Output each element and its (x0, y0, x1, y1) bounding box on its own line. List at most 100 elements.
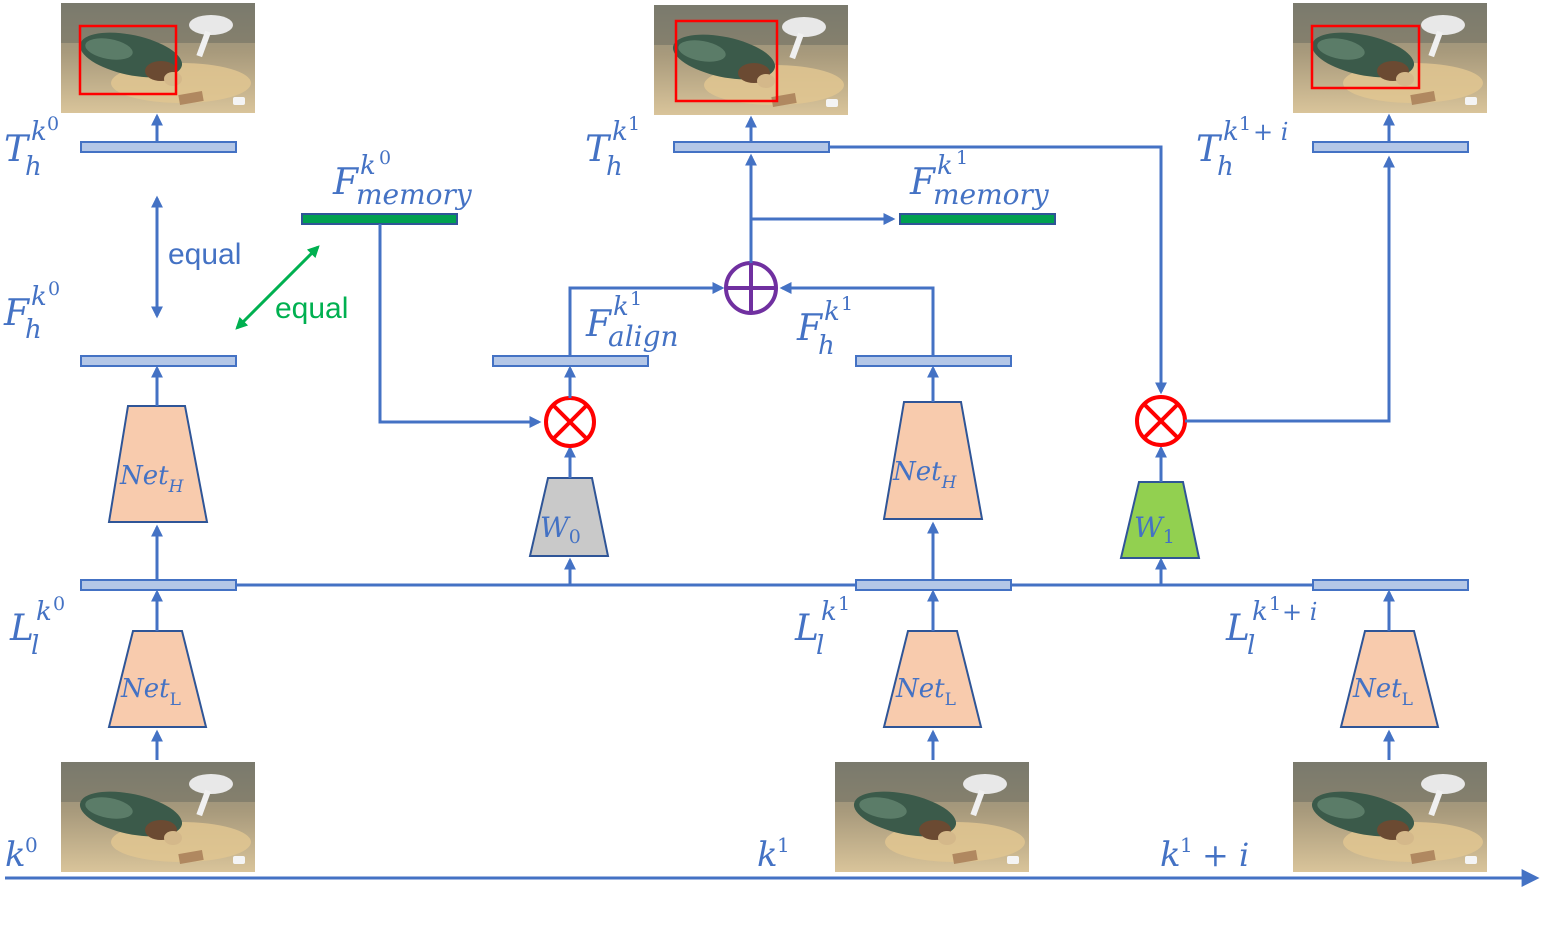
frame-k1i-input-image (1293, 762, 1487, 872)
memory-bar-k1 (899, 213, 1056, 225)
svg-text:T: T (4, 129, 31, 170)
net-l-k0 (107, 630, 208, 728)
memory-bar-k0 (301, 213, 458, 225)
svg-text:memory: memory (933, 178, 1050, 211)
net-h-k1 (882, 401, 984, 520)
svg-text:l: l (1247, 631, 1255, 661)
feature-bar-f-align-k1 (492, 355, 649, 367)
frame-k0-input-image (61, 762, 255, 872)
svg-text:k: k (821, 597, 837, 627)
svg-text:T: T (1196, 129, 1223, 170)
svg-text:1: 1 (1180, 833, 1193, 857)
label-t-h-k1i: T h k 1 + i (1196, 113, 1288, 182)
svg-text:1: 1 (630, 288, 642, 310)
tracking-box (1310, 24, 1421, 90)
frame-k1-output-image (654, 5, 848, 115)
feature-bar-l-k0 (80, 579, 237, 591)
svg-text:h: h (25, 152, 42, 182)
net-l-label-k1: NetL (895, 674, 956, 710)
net-h-label-k1: NetH (892, 457, 958, 493)
svg-text:k: k (36, 597, 52, 627)
svg-text:k: k (1160, 835, 1181, 875)
svg-text:memory: memory (356, 178, 473, 211)
svg-text:align: align (608, 320, 679, 353)
memory-to-multiply-arrow (378, 224, 542, 428)
w0-label: W0 (540, 511, 581, 548)
feature-bar-l-k1i (1312, 579, 1469, 591)
time-label-k0: k 0 (5, 833, 38, 875)
svg-text:F: F (3, 293, 31, 334)
svg-text:k: k (360, 151, 376, 181)
feature-bar-l-k1 (855, 579, 1012, 591)
svg-text:L: L (1225, 608, 1250, 649)
svg-text:0: 0 (379, 147, 391, 169)
w0-net (528, 477, 610, 557)
svg-text:0: 0 (53, 593, 65, 615)
svg-text:1: 1 (777, 833, 790, 857)
add-op-k1 (724, 261, 778, 315)
svg-text:l: l (816, 631, 824, 661)
align-to-add-arrow (568, 282, 725, 356)
svg-text:+ i: + i (1282, 598, 1317, 626)
label-l-l-k0: L l k 0 (9, 593, 65, 661)
svg-text:0: 0 (47, 113, 59, 135)
t-k1-to-multiply-arrow (829, 145, 1167, 395)
fh-to-add-arrow (779, 282, 935, 356)
svg-text:k: k (824, 297, 840, 327)
equal-label-green: equal (275, 292, 348, 325)
time-label-k1: k 1 (757, 833, 790, 875)
svg-text:1: 1 (956, 147, 968, 169)
net-l-label-k0: NetL (120, 674, 181, 710)
svg-text:k: k (31, 282, 47, 312)
svg-text:k: k (1252, 597, 1268, 627)
svg-text:l: l (31, 631, 39, 661)
svg-text:F: F (585, 304, 613, 345)
svg-text:k: k (612, 117, 628, 147)
multiply-op-k1 (544, 396, 596, 448)
tracking-box (78, 24, 178, 96)
net-h-k0 (107, 405, 209, 523)
svg-text:1: 1 (838, 593, 850, 615)
frame-k1i-output-image (1293, 3, 1487, 113)
feature-bar-t-k1i (1312, 141, 1469, 153)
svg-text:k: k (757, 835, 778, 875)
label-f-align-k1: F align k 1 (585, 288, 679, 353)
equal-label-blue: equal (168, 238, 241, 271)
svg-text:h: h (1217, 152, 1234, 182)
svg-text:h: h (25, 315, 42, 345)
feature-bar-f-h-k0 (80, 355, 237, 367)
net-l-label-k1i: NetL (1352, 674, 1413, 710)
svg-text:h: h (606, 152, 623, 182)
svg-text:h: h (818, 331, 835, 361)
svg-text:k: k (5, 835, 26, 875)
multiply-to-t-k1i-arrow (1185, 155, 1395, 423)
w1-net (1119, 481, 1201, 559)
svg-text:F: F (796, 308, 824, 349)
label-f-h-k0: F h k 0 (3, 278, 60, 345)
frame-k1-input-image (835, 762, 1029, 872)
equal-arrow-green (235, 245, 320, 330)
label-f-memory-k1: F memory k 1 (909, 147, 1050, 211)
label-f-h-k1: F h k 1 (796, 293, 853, 361)
label-f-memory-k0: F memory k 0 (332, 147, 473, 211)
net-l-k1 (882, 630, 983, 728)
feature-bar-t-k0 (80, 141, 237, 153)
svg-text:F: F (909, 162, 937, 203)
net-l-k1i (1339, 630, 1440, 728)
svg-text:1: 1 (1239, 113, 1251, 135)
svg-text:T: T (585, 129, 612, 170)
feature-bar-f-h-k1 (855, 355, 1012, 367)
tracking-box (674, 19, 779, 103)
feature-bar-t-k1 (673, 141, 830, 153)
net-h-label-k0: NetH (119, 461, 185, 497)
multiply-op-k1i (1135, 395, 1187, 447)
label-t-h-k1: T h k 1 (585, 113, 640, 182)
w1-label: W1 (1134, 511, 1175, 548)
svg-text:k: k (937, 151, 953, 181)
svg-text:L: L (9, 608, 34, 649)
svg-text:1: 1 (1269, 593, 1281, 615)
svg-text:F: F (332, 162, 360, 203)
svg-text:+ i: + i (1253, 118, 1288, 146)
svg-text:L: L (794, 608, 819, 649)
